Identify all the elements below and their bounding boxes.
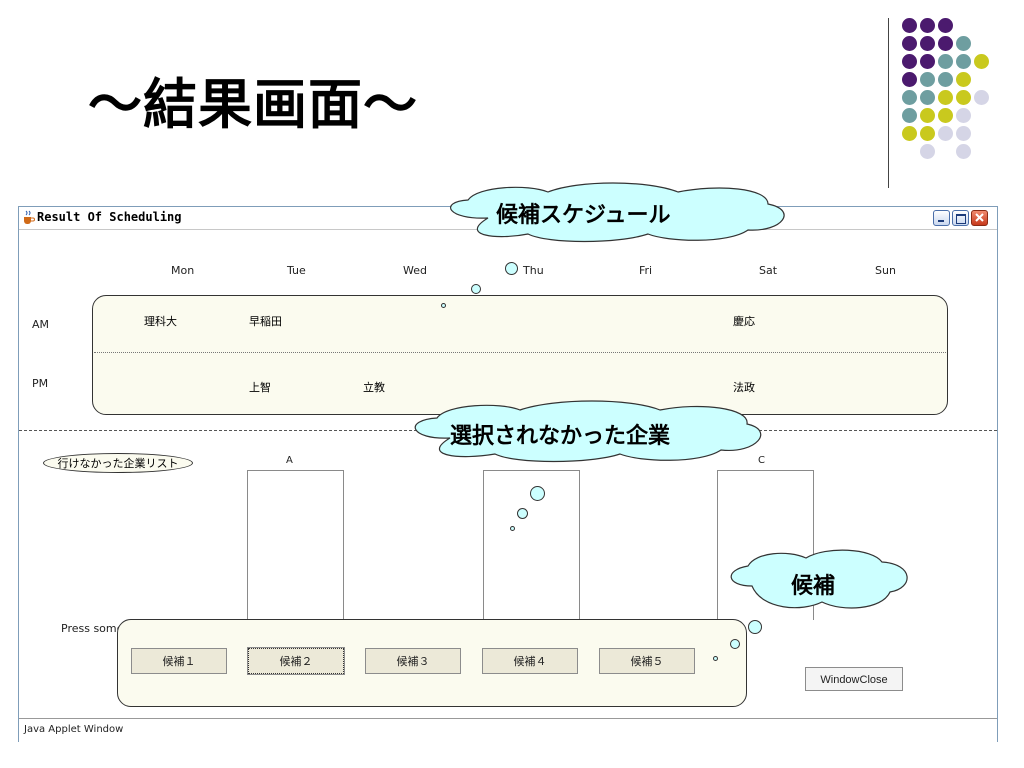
- candidate-4-button[interactable]: 候補４: [482, 648, 578, 674]
- dot: [956, 72, 971, 87]
- maximize-icon: [956, 214, 966, 224]
- day-header-wed: Wed: [403, 264, 427, 277]
- dot: [956, 54, 971, 69]
- dot: [938, 126, 953, 141]
- candidate-5-button[interactable]: 候補５: [599, 648, 695, 674]
- company-list-a[interactable]: [247, 470, 344, 620]
- java-cup-icon: [24, 210, 35, 224]
- day-header-fri: Fri: [639, 264, 653, 277]
- dot: [956, 126, 971, 141]
- candidate-3-button[interactable]: 候補３: [365, 648, 461, 674]
- maximize-button[interactable]: [952, 210, 969, 226]
- dot: [920, 144, 935, 159]
- candidate-2-button[interactable]: 候補２: [247, 647, 345, 675]
- schedule-cell-am-mon: 理科大: [144, 315, 177, 328]
- callout-text-candidate: 候補: [791, 574, 836, 599]
- dot: [902, 108, 917, 123]
- day-header-thu: Thu: [523, 264, 544, 277]
- am-label: AM: [32, 318, 50, 331]
- callout-bubble: [530, 486, 545, 501]
- callout-bubble: [517, 508, 528, 519]
- close-window-button[interactable]: [971, 210, 988, 226]
- callout-bubble: [441, 303, 446, 308]
- dot: [956, 144, 971, 159]
- status-bar: Java Applet Window: [19, 718, 997, 742]
- dot: [902, 126, 917, 141]
- dot: [920, 72, 935, 87]
- callout-cloud-schedule: [449, 182, 785, 243]
- schedule-cell-pm-sat: 法政: [733, 381, 755, 394]
- dot: [956, 90, 971, 105]
- am-pm-divider: [94, 352, 946, 353]
- dot: [902, 72, 917, 87]
- callout-text-unselected: 選択されなかった企業: [450, 424, 671, 449]
- callout-bubble: [713, 656, 718, 661]
- callout-cloud-candidate: [730, 549, 908, 609]
- schedule-cell-pm-tue: 上智: [249, 381, 271, 394]
- title-divider: [888, 18, 889, 188]
- callout-bubble: [471, 284, 481, 294]
- minimize-icon: [938, 220, 944, 222]
- dot: [938, 90, 953, 105]
- schedule-panel: [92, 295, 948, 415]
- schedule-cell-am-tue: 早稲田: [249, 315, 282, 328]
- applet-window: Result Of Scheduling Mon Tue Wed Thu Fri…: [18, 206, 998, 742]
- close-icon: [975, 213, 984, 222]
- day-header-sat: Sat: [759, 264, 778, 277]
- dot: [938, 18, 953, 33]
- dot: [938, 36, 953, 51]
- column-header-a: A: [286, 455, 293, 466]
- slide-title: ～結果画面～: [88, 73, 418, 136]
- dot: [920, 90, 935, 105]
- dot: [902, 36, 917, 51]
- callout-cloud-unselected: [414, 400, 762, 463]
- schedule-cell-am-sat: 慶応: [733, 315, 755, 328]
- candidate-1-button[interactable]: 候補１: [131, 648, 227, 674]
- dot: [920, 126, 935, 141]
- dot: [956, 36, 971, 51]
- day-header-tue: Tue: [287, 264, 306, 277]
- dot: [974, 54, 989, 69]
- window-title: Result Of Scheduling: [37, 210, 182, 224]
- column-header-c: C: [758, 455, 765, 466]
- minimize-button[interactable]: [933, 210, 950, 226]
- pm-label: PM: [32, 377, 49, 390]
- unvisited-companies-label: 行けなかった企業リスト: [43, 453, 193, 473]
- window-close-button[interactable]: WindowClose: [805, 667, 903, 691]
- dot: [920, 108, 935, 123]
- schedule-cell-pm-wed: 立教: [363, 381, 385, 394]
- dot: [902, 90, 917, 105]
- callout-bubble: [730, 639, 740, 649]
- callout-bubble: [505, 262, 518, 275]
- dot: [920, 36, 935, 51]
- dot: [938, 54, 953, 69]
- callout-bubble: [510, 526, 515, 531]
- dot: [902, 18, 917, 33]
- dot: [938, 72, 953, 87]
- callout-bubble: [748, 620, 762, 634]
- day-header-mon: Mon: [171, 264, 195, 277]
- day-header-sun: Sun: [875, 264, 896, 277]
- dot: [902, 54, 917, 69]
- dot: [956, 108, 971, 123]
- dot: [920, 54, 935, 69]
- dot: [920, 18, 935, 33]
- dot: [938, 108, 953, 123]
- status-text: Java Applet Window: [24, 724, 124, 735]
- callout-text-schedule: 候補スケジュール: [496, 203, 671, 228]
- dot: [974, 90, 989, 105]
